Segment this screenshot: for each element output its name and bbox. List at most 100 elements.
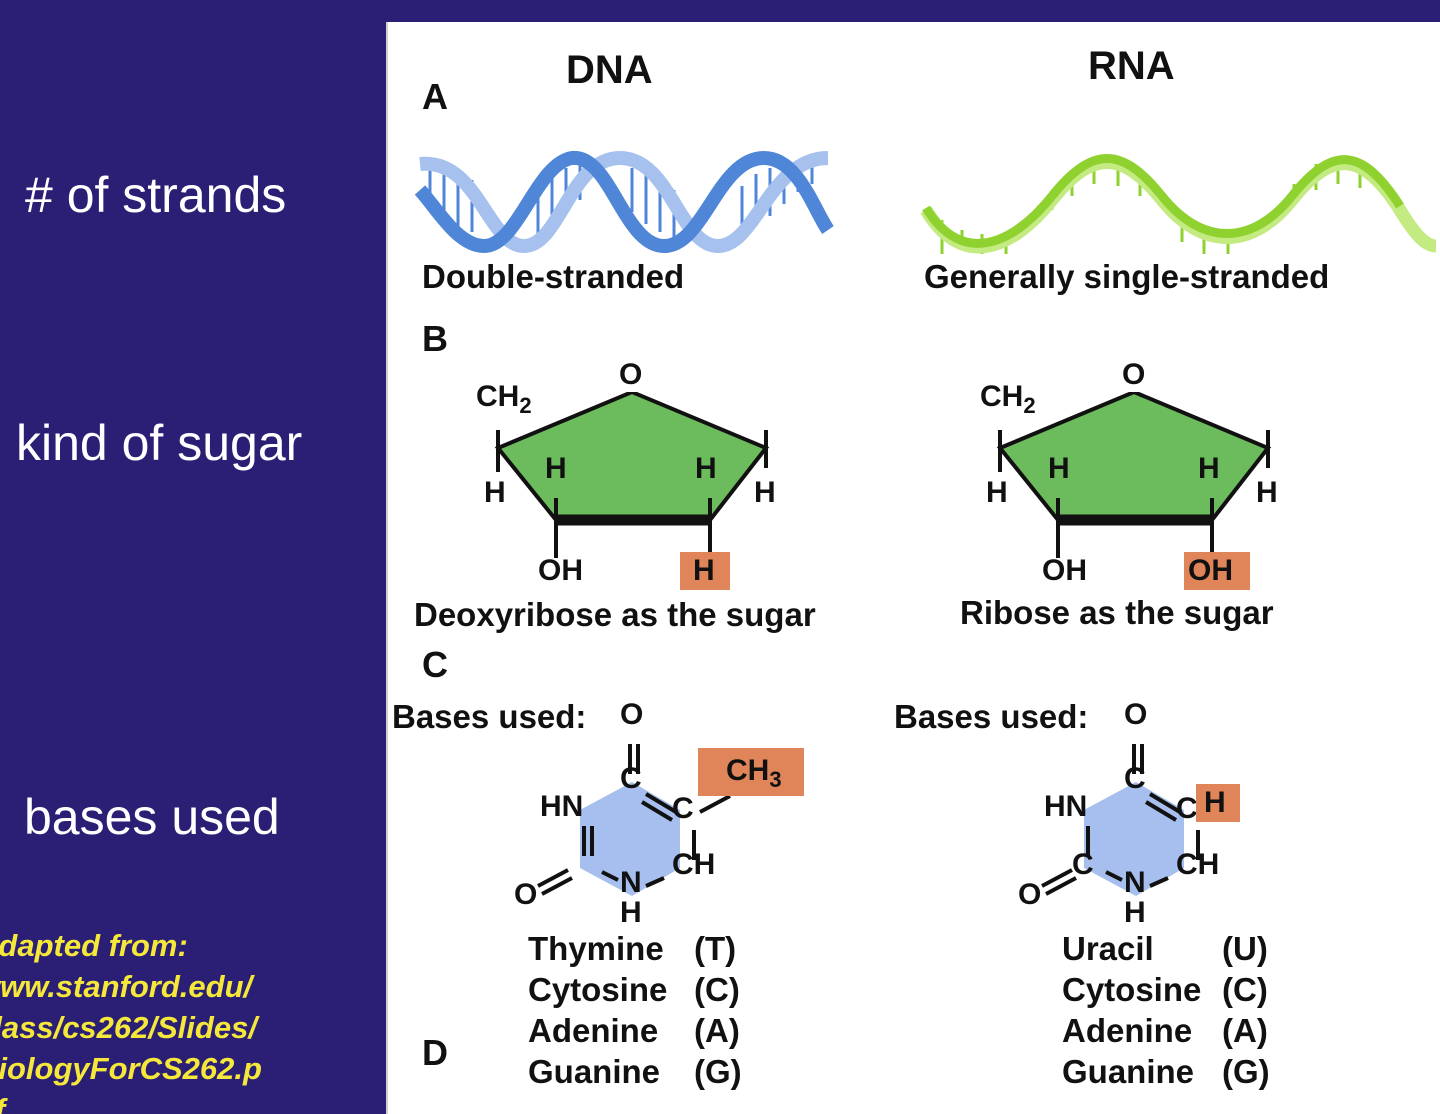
thymine-c5: C — [672, 792, 694, 825]
dna-base-item: Cytosine (C) — [528, 969, 768, 1010]
uracil-c2: C — [1072, 848, 1094, 881]
dna-double-helix — [414, 150, 834, 254]
deoxyribose-ring — [494, 389, 770, 558]
dna-sugar-h-left-outer: H — [484, 476, 506, 509]
base-name: Cytosine — [1062, 971, 1202, 1008]
credit-line-5: df — [0, 1089, 360, 1114]
dna-rna-comparison-figure: DNA RNA A B C D Double-stranded — [386, 22, 1440, 1114]
dna-sugar-h-right-inner: H — [695, 452, 717, 485]
dna-strands-caption: Double-stranded — [422, 258, 685, 295]
base-name: Guanine — [1062, 1053, 1195, 1090]
base-code: (T) — [694, 930, 737, 967]
row-label-bases: bases used — [24, 789, 280, 845]
uracil-hn: HN — [1044, 790, 1088, 823]
uracil-ring — [1041, 744, 1200, 896]
base-code: (A) — [694, 1012, 740, 1049]
base-name: Cytosine — [528, 971, 668, 1008]
base-code: (C) — [694, 971, 740, 1008]
rna-single-strand — [920, 154, 1437, 254]
base-name: Uracil — [1062, 930, 1154, 967]
dna-sugar-h-left-inner: H — [545, 452, 567, 485]
dna-base-item: Adenine (A) — [528, 1010, 768, 1051]
rna-ch2-text: CH — [980, 380, 1024, 413]
rna-bases-used-label: Bases used: — [894, 698, 1089, 735]
base-name: Adenine — [1062, 1012, 1193, 1049]
dna-sugar-h-right-outer: H — [754, 476, 776, 509]
uracil-n: N — [1124, 866, 1146, 899]
uracil-h-highlight: H — [1204, 786, 1226, 819]
dna-bases-used-label: Bases used: — [392, 698, 587, 735]
thymine-carbonyl-o-top: O — [620, 698, 644, 731]
section-label-a: A — [422, 76, 448, 117]
uracil-carbonyl-o-top: O — [1124, 698, 1148, 731]
rna-sugar-h-right-outer: H — [1256, 476, 1278, 509]
base-code: (U) — [1222, 930, 1268, 967]
uracil-ch: CH — [1176, 848, 1220, 881]
rna-sugar-h-left-inner: H — [1048, 452, 1070, 485]
thymine-carbonyl-o-bottom: O — [514, 878, 538, 911]
uracil-c5: C — [1176, 792, 1198, 825]
ribose-ring — [996, 389, 1272, 558]
thymine-methyl-ch3: CH3 — [726, 754, 782, 793]
section-label-c: C — [422, 644, 448, 685]
dna-base-list: Thymine (T) Cytosine (C) Adenine (A) Gua… — [528, 928, 768, 1092]
thymine-hn: HN — [540, 790, 584, 823]
rna-base-item: Adenine (A) — [1062, 1010, 1302, 1051]
dna-ch2-sub: 2 — [519, 393, 532, 418]
thymine-c4: C — [620, 762, 642, 795]
thymine-methyl-highlight-box — [698, 748, 804, 796]
rna-sugar-h-left-outer: H — [986, 476, 1008, 509]
base-name: Thymine — [528, 930, 664, 967]
dna-ch2-text: CH — [476, 380, 520, 413]
column-header-dna: DNA — [566, 48, 653, 92]
uracil-h-highlight-box — [1196, 784, 1240, 822]
uracil-n-h: H — [1124, 896, 1146, 929]
source-credit: Adapted from: www.stanford.edu/ class/cs… — [0, 925, 384, 1114]
rna-sugar-ring-oxygen: O — [1120, 358, 1148, 392]
base-code: (A) — [1222, 1012, 1268, 1049]
thymine-n: N — [620, 866, 642, 899]
base-code: (G) — [694, 1053, 742, 1090]
column-header-rna: RNA — [1088, 44, 1175, 88]
dna-strand-light — [419, 150, 829, 254]
dna-sugar-ring-oxygen: O — [617, 358, 645, 392]
row-label-sugar: kind of sugar — [16, 415, 303, 471]
rna-sugar-h-right-inner: H — [1198, 452, 1220, 485]
rna-sugar-ch2: CH2 — [980, 380, 1036, 419]
rna-sugar-highlight-box — [1184, 552, 1250, 590]
dna-base-item: Thymine (T) — [528, 928, 768, 969]
uracil-carbonyl-o-bottom: O — [1018, 878, 1042, 911]
dna-sugar-ch2: CH2 — [476, 380, 532, 419]
rna-sugar-caption: Ribose as the sugar — [960, 594, 1274, 631]
thymine-methyl-sub: 3 — [769, 767, 782, 792]
base-name: Guanine — [528, 1053, 661, 1090]
rna-ch2-sub: 2 — [1023, 393, 1036, 418]
thymine-n-h: H — [620, 896, 642, 929]
credit-line-1: Adapted from: — [0, 928, 188, 963]
rna-strands-caption: Generally single-stranded — [924, 258, 1330, 295]
credit-line-2: www.stanford.edu/ — [0, 969, 253, 1004]
uracil-c4: C — [1124, 762, 1146, 795]
rna-base-item: Guanine (G) — [1062, 1051, 1302, 1092]
base-name: Adenine — [528, 1012, 659, 1049]
credit-line-3: class/cs262/Slides/ — [0, 1010, 257, 1045]
dna-sugar-caption: Deoxyribose as the sugar — [414, 596, 816, 633]
thymine-ch: CH — [672, 848, 716, 881]
row-label-strands: # of strands — [25, 167, 287, 223]
dna-sugar-3-oh: OH — [538, 554, 583, 587]
rna-base-list: Uracil (U) Cytosine (C) Adenine (A) Guan… — [1062, 928, 1302, 1092]
rna-base-item: Cytosine (C) — [1062, 969, 1302, 1010]
rna-strand — [922, 154, 1404, 248]
thymine-methyl-text: CH — [726, 754, 770, 787]
base-code: (G) — [1222, 1053, 1270, 1090]
credit-line-4: BiologyForCS262.p — [0, 1051, 262, 1086]
rna-sugar-3-oh: OH — [1042, 554, 1087, 587]
dna-base-item: Guanine (G) — [528, 1051, 768, 1092]
dna-sugar-2-h-highlight: H — [693, 554, 715, 587]
section-label-b: B — [422, 318, 448, 359]
dna-sugar-highlight-box — [680, 552, 730, 590]
dna-strand-dark — [414, 150, 834, 254]
base-code: (C) — [1222, 971, 1268, 1008]
thymine-ring — [537, 744, 731, 896]
rna-sugar-2-oh-highlight: OH — [1188, 554, 1233, 587]
